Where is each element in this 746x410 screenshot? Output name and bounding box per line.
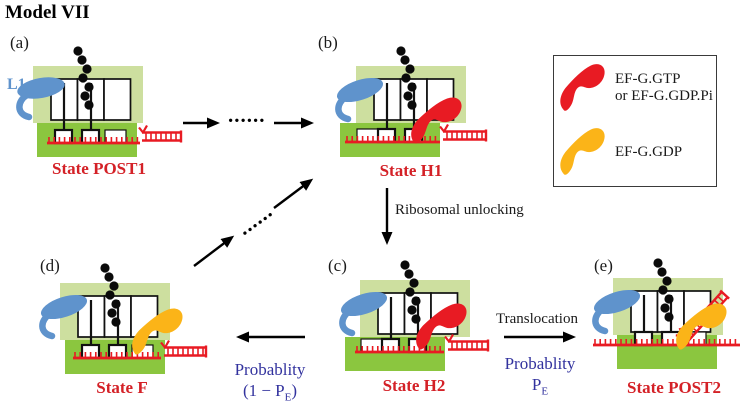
figure-title: Model VII (5, 2, 90, 23)
l1-label: L1 (7, 76, 26, 93)
mrna-strand (355, 333, 490, 354)
mrna-strand (73, 339, 208, 360)
l1-stalk (335, 77, 384, 123)
nascent-peptide-chain (100, 263, 121, 327)
probability-post2-word: Probablity (504, 354, 576, 373)
probability-f-word: Probablity (234, 360, 306, 379)
probability-branch-f: Probablity (1 − PE) (234, 360, 306, 404)
empty-codon-box (104, 129, 127, 144)
nascent-peptide-chain (73, 46, 94, 110)
l1-stalk (592, 289, 641, 335)
arrow-d-to-b-lower (193, 235, 235, 267)
arrow-d-to-b-upper (273, 178, 314, 209)
mrna-strand (47, 124, 183, 145)
nascent-peptide-chain (400, 260, 421, 324)
ribosome-state-h1 (335, 46, 488, 157)
ribosome-state-post1 (16, 46, 183, 157)
ribosome-state-h2 (339, 260, 490, 371)
nascent-peptide-chain (653, 258, 674, 322)
l1-stalk (39, 294, 88, 340)
legend-label-efg-gdp: EF-G.GDP (615, 143, 683, 160)
trna-site-box (103, 78, 132, 121)
mrna-strand (345, 123, 488, 144)
translocation-label: Translocation (496, 311, 578, 327)
trna-anticodon-box (380, 337, 401, 354)
legend-box: EF-G.GTP or EF-G.GDP.Pi EF-G.GDP (553, 55, 717, 187)
state-label-f: State F (96, 378, 148, 397)
ribosome-state-f (39, 263, 208, 374)
ellipsis-a-to-b: ...... (228, 103, 266, 127)
state-label-h2: State H2 (382, 376, 446, 395)
ribosomal-unlocking-label: Ribosomal unlocking (395, 202, 524, 218)
panel-letter-c: (c) (328, 256, 347, 275)
legend-label-efg-gtp: EF-G.GTP or EF-G.GDP.Pi (615, 71, 713, 104)
trna-anticodon-box (633, 330, 654, 347)
ribosome-state-post2 (592, 258, 740, 369)
state-label-post1: State POST1 (52, 159, 146, 178)
efg-gdp-blob-icon (560, 128, 605, 175)
empty-codon-box (360, 338, 383, 353)
panel-letter-e: (e) (594, 256, 613, 275)
legend-item-efg-gtp: EF-G.GTP or EF-G.GDP.Pi (554, 56, 716, 120)
l1-stalk (16, 77, 65, 121)
probability-post2-expression: P (531, 375, 542, 394)
state-label-post2: State POST2 (627, 378, 721, 397)
trna-anticodon-box (376, 127, 397, 144)
panel-letter-b: (b) (318, 33, 338, 52)
state-label-h1: State H1 (379, 161, 443, 180)
efg-gtp-blob-icon (560, 64, 605, 111)
panel-letter-d: (d) (40, 256, 60, 275)
l1-stalk (339, 291, 388, 337)
probability-f-expression: (1 − P (242, 381, 285, 400)
nascent-peptide-chain (396, 46, 417, 110)
probability-branch-post2: Probablity PE (504, 354, 576, 398)
panel-letter-a: (a) (10, 33, 29, 52)
legend-item-efg-gdp: EF-G.GDP (554, 120, 716, 184)
